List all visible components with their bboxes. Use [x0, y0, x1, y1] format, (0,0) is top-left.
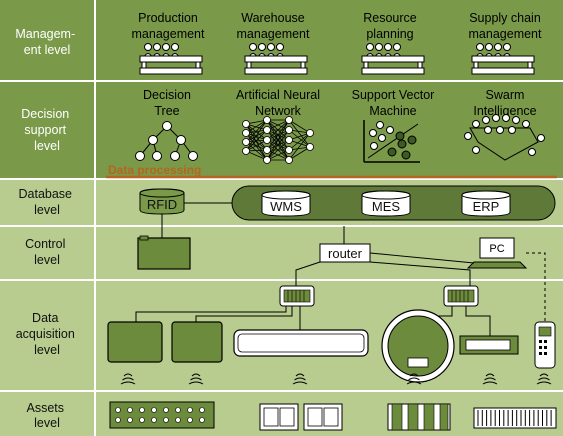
wireless-signal-icons	[120, 373, 552, 385]
svg-text:ERP: ERP	[473, 199, 500, 214]
svg-text:RFID: RFID	[147, 197, 177, 212]
router: router	[319, 243, 371, 263]
management-level-label: Managem- ent level	[15, 27, 78, 57]
data-processing-label: Data processing	[108, 163, 201, 177]
rfid-database: RFID	[139, 188, 185, 215]
wms-database: WMS	[261, 190, 311, 217]
decision-tree-icon	[135, 121, 198, 161]
svg-text:router: router	[328, 246, 363, 261]
database-level-label: Database level	[19, 187, 76, 217]
asset-rack	[473, 407, 557, 429]
acquisition-level-label: Data acquisition level	[16, 311, 79, 357]
acquisition-gateway-right	[443, 285, 479, 307]
rfid-controller	[137, 237, 191, 270]
pc-laptop: PC	[466, 237, 528, 269]
svm-scatter-icon	[363, 120, 420, 163]
decision-level-label: Decision support level	[21, 107, 72, 153]
asset-roller	[387, 403, 451, 431]
acquisition-gateway-left	[279, 285, 315, 307]
acquisition-device-1	[107, 321, 163, 363]
assets-level-label: Assets level	[27, 401, 68, 430]
acquisition-device-3	[233, 329, 369, 357]
erp-database: ERP	[461, 190, 511, 217]
handheld-device	[534, 321, 556, 369]
asset-cabinets	[259, 403, 343, 431]
management-band	[0, 0, 563, 80]
control-level-label: Control level	[25, 237, 69, 267]
neural-network-icon	[242, 116, 314, 164]
acquisition-device-2	[171, 321, 223, 363]
swarm-intelligence-icon	[464, 114, 545, 161]
mes-database: MES	[361, 190, 411, 217]
acquisition-device-5	[459, 335, 519, 355]
svg-text:WMS: WMS	[270, 199, 302, 214]
control-band	[0, 227, 563, 279]
acquisition-device-4	[381, 309, 455, 383]
asset-conveyor-panel	[109, 401, 215, 429]
svg-text:PC: PC	[489, 243, 504, 255]
svg-text:MES: MES	[372, 199, 401, 214]
